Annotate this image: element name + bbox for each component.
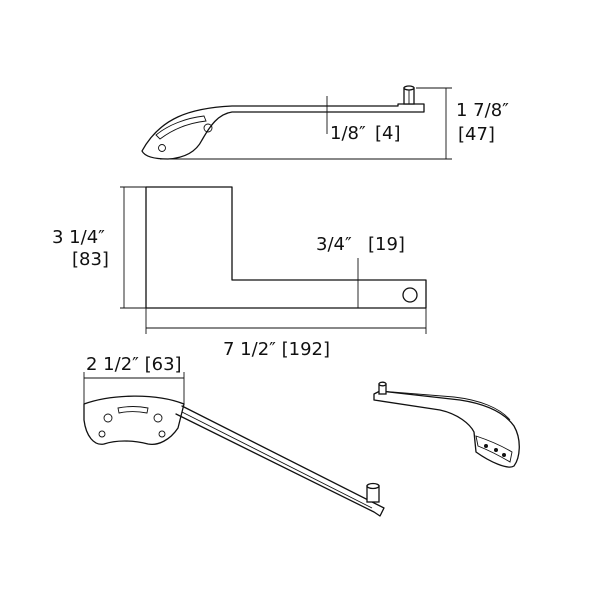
thickness-imperial: 1/8″ [330,123,366,144]
plate-width-dimension: 2 1/2″ [63] [83,354,185,404]
overall-length-dimension: 7 1/2″ [192] [145,308,427,360]
bracket-height-imperial: 3 1/4″ [52,227,105,248]
side-profile-hole-left [158,144,166,152]
plate-outline [83,395,185,446]
iso-arm-outline [373,390,520,468]
isometric-view [373,381,520,468]
arm-pin-top [366,482,380,490]
side-profile-pin-top [403,85,415,91]
arm-height-dimension: 3/4″ [19] [316,234,405,308]
arm-height-metric: [19] [368,234,405,255]
top-view [83,395,385,517]
plate-hole-lower-right [158,430,166,438]
overall-height-imperial: 1 7/8″ [456,100,509,121]
iso-hole-3 [502,453,506,457]
iso-hole-1 [484,444,488,448]
overall-height-dimension: 1 7/8″ [47] [160,87,509,160]
side-profile-hole-right [203,123,213,133]
arm-outline [175,405,385,517]
plate-hole-left [103,413,113,423]
plate-hole-right [153,413,163,423]
side-profile-slot [155,115,207,140]
thickness-metric: [4] [375,123,401,144]
thickness-dimension: 1/8″ [4] [326,96,401,144]
plate-hole-lower-left [98,430,106,438]
bracket-height-dimension: 3 1/4″ [83] [52,186,146,309]
arm-height-imperial: 3/4″ [316,234,352,255]
bracket-height-metric: [83] [72,249,109,270]
iso-hole-2 [494,448,498,452]
iso-arm-top-edge [379,390,511,421]
iso-plate-face [475,435,513,463]
overall-height-metric: [47] [458,124,495,145]
plate-slot [117,406,149,414]
arm-inner-edge [181,411,373,509]
overall-length-label: 7 1/2″ [192] [223,339,330,360]
iso-pin-top [378,381,387,387]
plate-width-label: 2 1/2″ [63] [86,354,182,375]
mounting-hole [402,287,418,303]
